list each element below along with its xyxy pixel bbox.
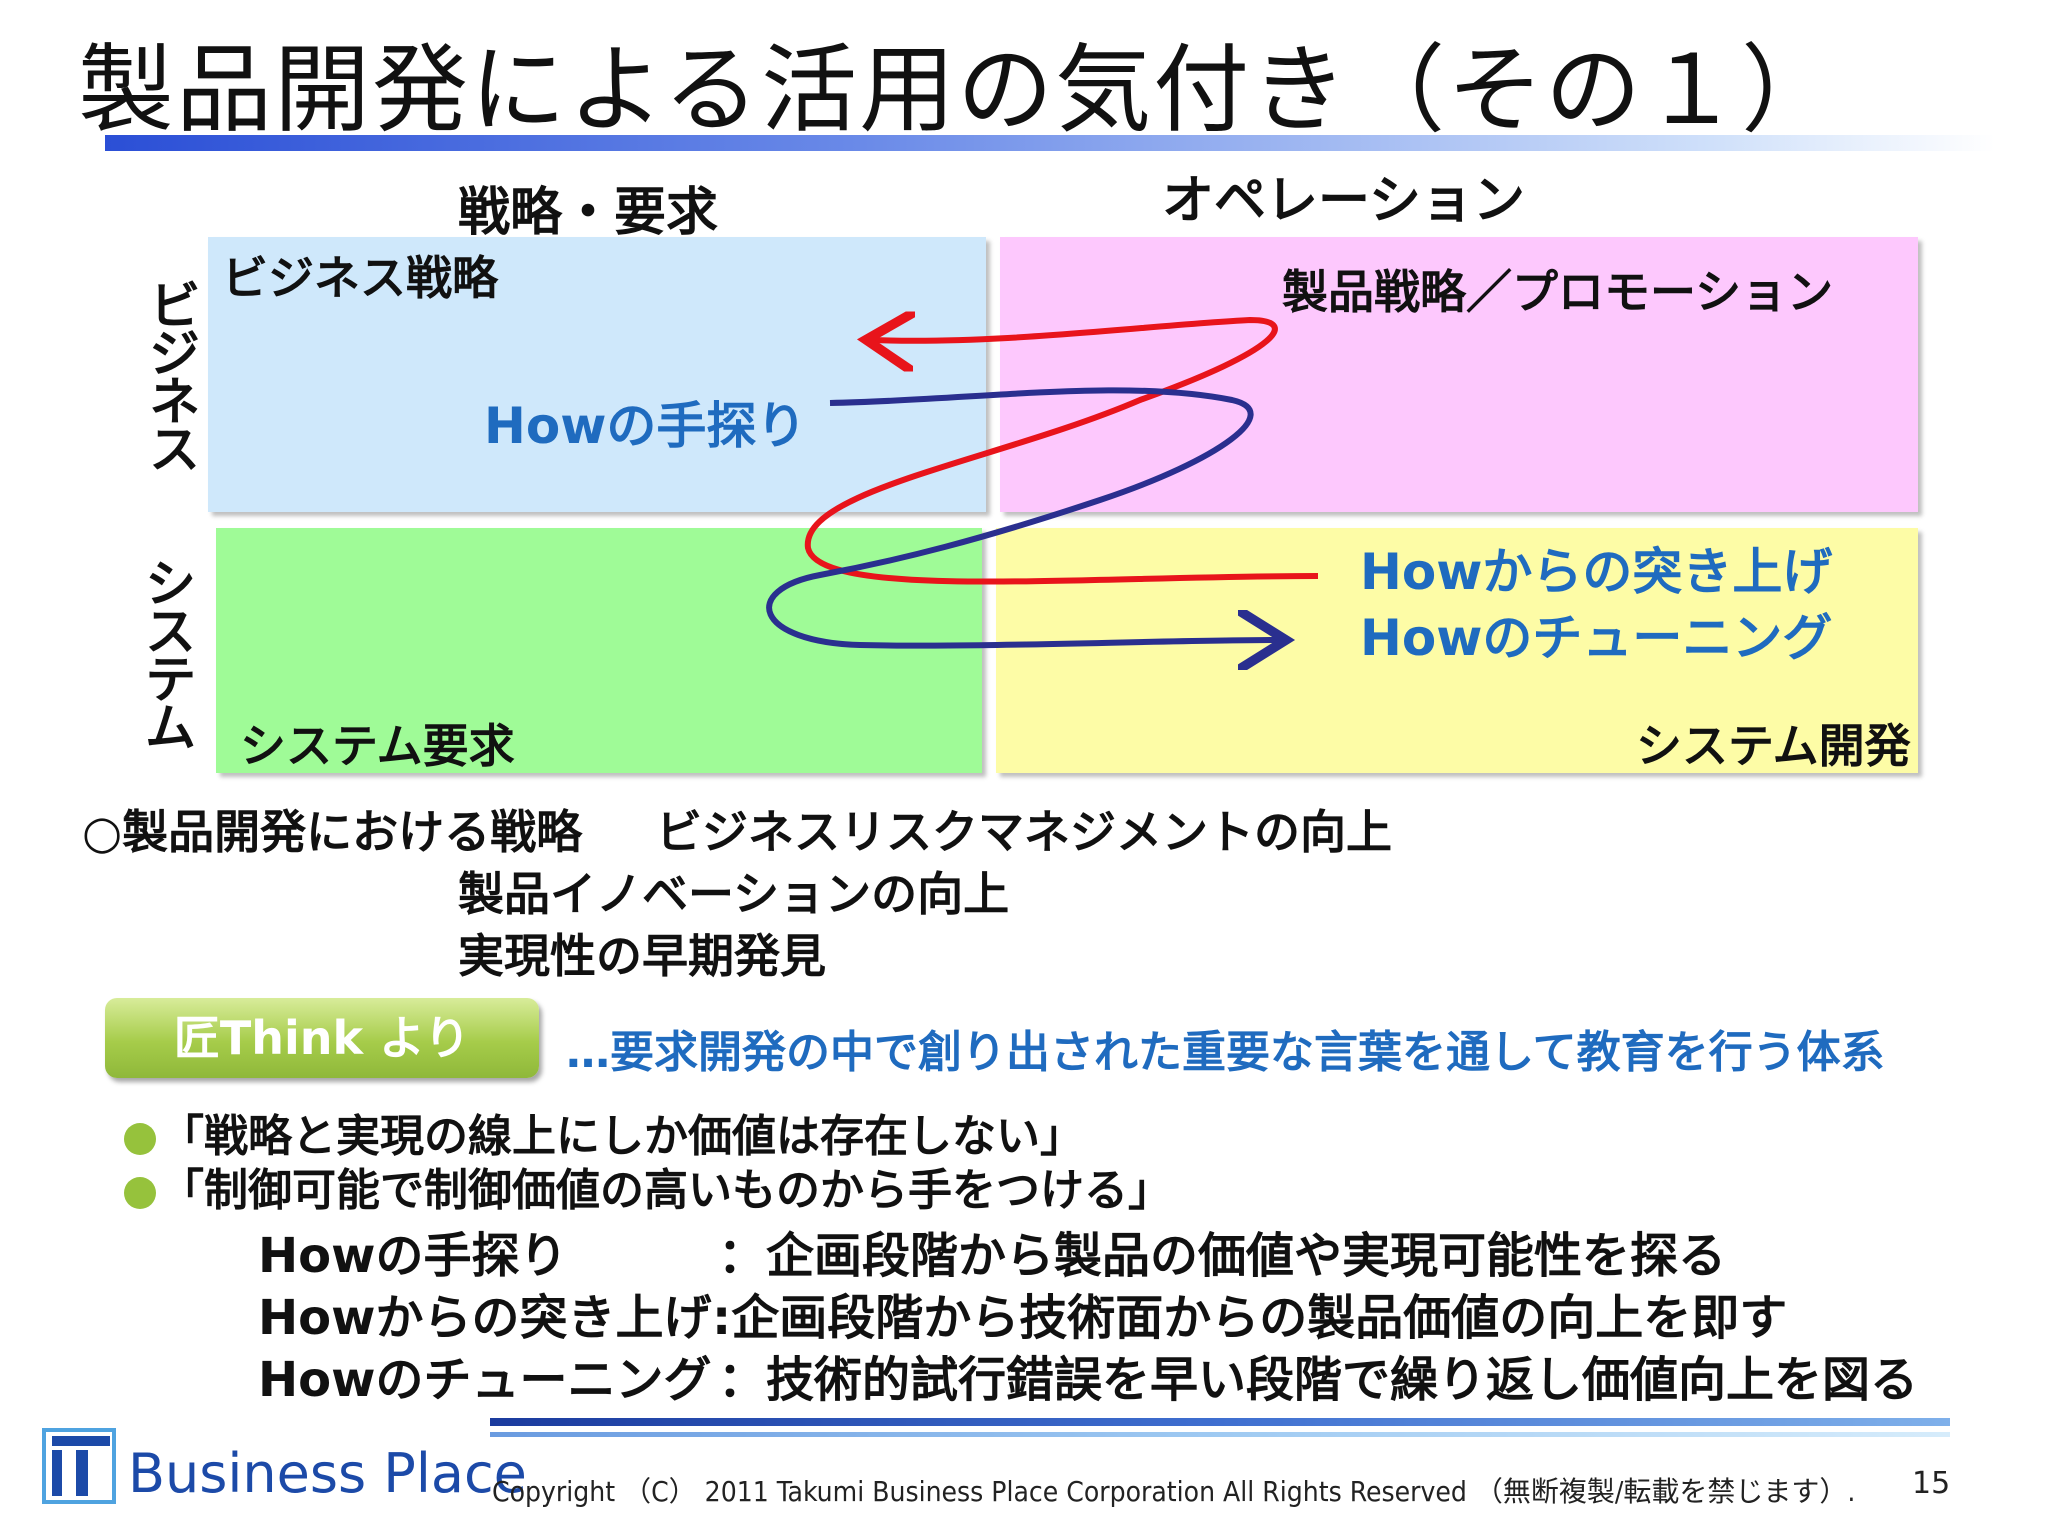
- label-business-strategy: ビジネス戦略: [222, 251, 498, 305]
- company-logo-icon: [42, 1428, 116, 1504]
- row-header-system: システム: [135, 556, 195, 748]
- company-logo-text: Business Place: [128, 1442, 527, 1505]
- definition-term: Howからの突き上げ: [258, 1290, 712, 1346]
- column-header-strategy: 戦略・要求: [458, 183, 719, 243]
- label-system-development: システム開発: [1636, 719, 1911, 773]
- quadrant-business-strategy: [208, 237, 986, 512]
- navy-zigzag-arrow: [766, 387, 1280, 645]
- definition-desc: ：企画段階から製品の価値や実現可能性を探る: [718, 1228, 1727, 1284]
- bullet-item: 「戦略と実現の線上にしか価値は存在しない」: [124, 1100, 1084, 1164]
- takumi-description: …要求開発の中で創り出された重要な言葉を通して教育を行う体系: [566, 1027, 1885, 1078]
- bullet-dot-icon: [124, 1123, 156, 1155]
- flow-label-how-tuning: Howのチューニング: [1360, 609, 1833, 667]
- page-number: 15: [1912, 1466, 1951, 1501]
- bullet-dot-icon: [124, 1177, 156, 1209]
- footer-rule: [490, 1418, 1950, 1426]
- label-system-requirements: システム要求: [240, 719, 515, 773]
- flow-label-how-search: Howの手探り: [484, 397, 807, 455]
- row-header-business: ビジネス: [139, 278, 199, 470]
- strategy-item: 製品イノベーションの向上: [458, 867, 1010, 921]
- copyright-notice: Copyright （C） 2011 Takumi Business Place…: [492, 1475, 1856, 1508]
- title-underline: [105, 135, 1995, 151]
- red-zigzag-arrow: [804, 320, 1319, 585]
- definition-desc: :企画段階から技術面からの製品価値の向上を即す: [712, 1290, 1788, 1346]
- flow-label-how-pushup: Howからの突き上げ: [1360, 543, 1833, 601]
- takumi-think-badge: 匠Think より: [105, 998, 539, 1078]
- footer-rule-light: [490, 1432, 1950, 1437]
- strategy-item: 実現性の早期発見: [458, 929, 826, 983]
- definition-term: Howの手探り: [258, 1228, 568, 1284]
- label-product-promotion: 製品戦略／プロモーション: [1282, 265, 1834, 319]
- strategy-item: ビジネスリスクマネジメントの向上: [656, 805, 1392, 859]
- column-header-operation: オペレーション: [1162, 171, 1525, 231]
- definition-desc: ：技術的試行錯誤を早い段階で繰り返し価値向上を図る: [718, 1352, 1919, 1408]
- page-title: 製品開発による活用の気付き（その１）: [78, 34, 1840, 146]
- quadrant-product-promotion: [1000, 237, 1918, 512]
- definition-term: Howのチューニング: [258, 1352, 712, 1408]
- bullet-item: 「制御可能で制御価値の高いものから手をつける」: [124, 1154, 1172, 1218]
- strategy-lead: ○製品開発における戦略: [82, 805, 583, 859]
- quadrant-system-development: [996, 528, 1918, 773]
